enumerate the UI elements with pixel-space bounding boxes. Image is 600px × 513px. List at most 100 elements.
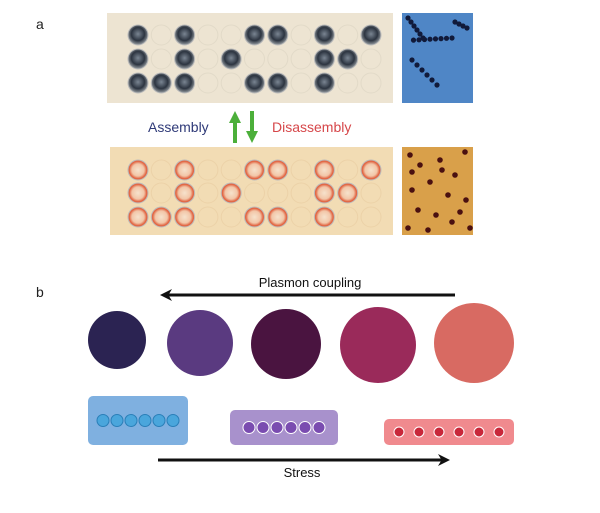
empty-well — [290, 48, 312, 70]
nanoparticle-bead — [493, 426, 505, 438]
nanoparticle-dot — [405, 225, 411, 231]
nanoparticle-bead — [270, 421, 284, 434]
tem-image-dispersed — [402, 147, 473, 235]
nanoparticle-dot — [445, 192, 451, 198]
empty-well — [290, 206, 312, 228]
filled-well — [267, 72, 289, 94]
empty-well — [267, 48, 289, 70]
filled-well — [127, 159, 149, 181]
nanoparticle-dot — [460, 23, 466, 29]
empty-well — [150, 182, 172, 204]
nanoparticle-bead — [413, 426, 425, 438]
nanoparticle-dot — [433, 212, 439, 218]
filled-well — [360, 24, 382, 46]
nanoparticle-dot — [419, 67, 425, 73]
filled-well — [267, 24, 289, 46]
chain-box — [384, 419, 514, 445]
nanoparticle-dot — [462, 149, 468, 155]
empty-well — [150, 159, 172, 181]
empty-well — [360, 206, 382, 228]
film-disc — [340, 307, 416, 383]
empty-well — [197, 159, 219, 181]
stress-label: Stress — [284, 465, 321, 480]
assembly-label: Assembly — [148, 119, 209, 135]
nanoparticle-dot — [427, 36, 433, 42]
empty-well — [290, 159, 312, 181]
empty-well — [150, 48, 172, 70]
empty-well — [220, 206, 242, 228]
film-disc — [434, 303, 514, 383]
empty-well — [150, 24, 172, 46]
nanoparticle-bead — [138, 414, 152, 427]
empty-well — [290, 24, 312, 46]
nanoparticle-bead — [96, 414, 110, 427]
panel-a-label: a — [36, 16, 44, 32]
empty-well — [197, 48, 219, 70]
empty-well — [197, 182, 219, 204]
nanoparticle-dot — [425, 227, 431, 233]
filled-well — [337, 48, 359, 70]
nanoparticle-bead — [284, 421, 298, 434]
nanoparticle-dot — [457, 209, 463, 215]
filled-well — [244, 72, 265, 94]
nanoparticle-dot — [407, 152, 413, 158]
nanoparticle-bead — [473, 426, 485, 438]
nanoparticle-bead — [393, 426, 405, 438]
filled-well — [174, 48, 196, 70]
empty-well — [220, 72, 242, 94]
nanoparticle-dot — [405, 15, 411, 21]
filled-well — [174, 206, 196, 228]
nanoparticle-bead — [242, 421, 256, 434]
nanoparticle-dot — [417, 162, 423, 168]
empty-well — [360, 48, 382, 70]
nanoparticle-bead — [166, 414, 180, 427]
nanoparticle-dot — [409, 57, 415, 63]
empty-well — [220, 159, 242, 181]
empty-well — [267, 182, 289, 204]
empty-well — [290, 182, 312, 204]
empty-well — [244, 48, 265, 70]
nanoparticle-dot — [410, 37, 417, 43]
empty-well — [220, 24, 242, 46]
nanoparticle-dot — [424, 72, 430, 78]
filled-well — [313, 72, 335, 94]
nanoparticle-bead — [298, 421, 312, 434]
empty-well — [360, 182, 382, 204]
nanoparticle-dot — [443, 35, 450, 41]
filled-well — [313, 159, 335, 181]
nanoparticle-dot — [414, 27, 420, 33]
empty-well — [337, 159, 359, 181]
nanoparticle-dot — [456, 21, 462, 27]
plasmon-coupling-label: Plasmon coupling — [259, 275, 362, 290]
nanoparticle-bead — [312, 421, 326, 434]
nanoparticle-dot — [434, 82, 440, 88]
empty-well — [337, 24, 359, 46]
nanoparticle-bead — [256, 421, 270, 434]
nanoparticle-dot — [463, 197, 469, 203]
film-disc — [88, 311, 146, 369]
nanoparticle-dot — [411, 23, 417, 29]
nanoparticle-dot — [464, 25, 470, 31]
filled-well — [337, 182, 359, 204]
filled-well — [127, 24, 149, 46]
nanoparticle-dot — [438, 36, 444, 42]
filled-well — [360, 159, 382, 181]
filled-well — [313, 206, 335, 228]
empty-well — [337, 206, 359, 228]
filled-well — [174, 182, 196, 204]
nanoparticle-bead — [124, 414, 138, 427]
nanoparticle-dot — [467, 225, 473, 231]
empty-well — [197, 72, 219, 94]
filled-well — [244, 24, 265, 46]
nanoparticle-bead — [110, 414, 124, 427]
filled-well — [267, 159, 289, 181]
filled-well — [174, 159, 196, 181]
filled-well — [127, 48, 149, 70]
filled-well — [244, 159, 265, 181]
well-plate-assembled — [107, 13, 393, 103]
panel-b-label: b — [36, 284, 44, 300]
nanoparticle-dot — [416, 37, 422, 43]
nanoparticle-dot — [437, 157, 443, 163]
filled-well — [127, 206, 149, 228]
